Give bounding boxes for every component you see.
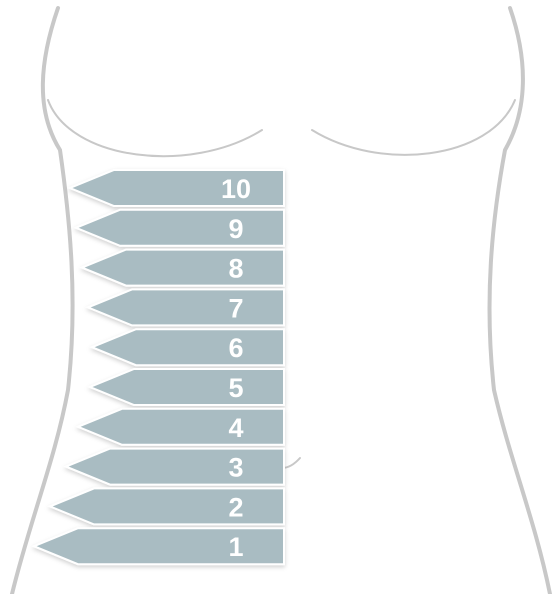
band-8: 8 xyxy=(82,250,284,286)
band-4: 4 xyxy=(78,409,284,445)
band-5: 5 xyxy=(90,369,284,405)
band-arrow-2 xyxy=(50,488,284,524)
torso-right-contour xyxy=(490,8,550,594)
band-number-label: 8 xyxy=(228,254,243,284)
band-1: 1 xyxy=(34,528,284,564)
band-6: 6 xyxy=(92,329,284,365)
band-number-label: 7 xyxy=(228,293,243,323)
left-breast-curve xyxy=(48,100,262,156)
band-arrow-8 xyxy=(82,250,284,286)
band-number-label: 2 xyxy=(228,492,243,522)
band-arrow-1 xyxy=(34,528,284,564)
band-7: 7 xyxy=(88,289,284,325)
band-number-label: 5 xyxy=(228,373,243,403)
band-arrow-9 xyxy=(76,210,284,246)
band-arrow-10 xyxy=(70,170,284,206)
band-3: 3 xyxy=(66,449,284,485)
band-arrow-5 xyxy=(90,369,284,405)
band-number-label: 4 xyxy=(228,413,243,443)
right-breast-curve xyxy=(312,100,515,155)
band-number-label: 6 xyxy=(228,333,243,363)
band-number-label: 1 xyxy=(228,532,243,562)
band-10: 10 xyxy=(70,170,284,206)
band-2: 2 xyxy=(50,488,284,524)
band-number-label: 9 xyxy=(228,214,243,244)
band-arrow-3 xyxy=(66,449,284,485)
band-number-label: 10 xyxy=(221,174,251,204)
band-arrow-6 xyxy=(92,329,284,365)
band-arrow-7 xyxy=(88,289,284,325)
band-number-label: 3 xyxy=(228,453,243,483)
band-arrow-4 xyxy=(78,409,284,445)
band-9: 9 xyxy=(76,210,284,246)
